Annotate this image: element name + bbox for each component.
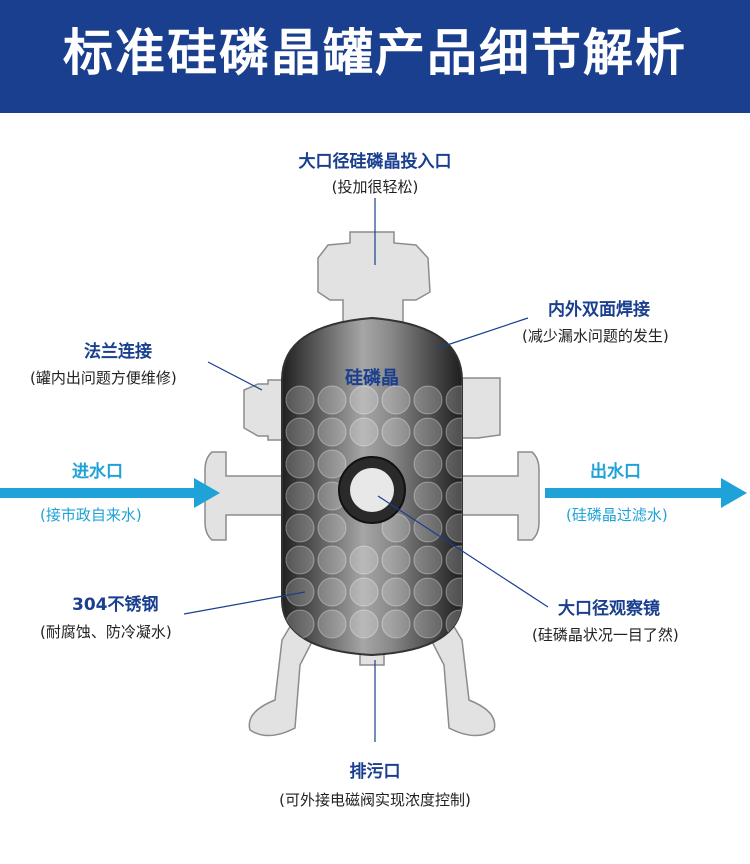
- tank-frame-outline: [204, 231, 540, 737]
- crystal-ball: [445, 481, 462, 511]
- crystal-ball: [413, 545, 443, 575]
- crystal-ball: [413, 449, 443, 479]
- crystal-ball: [317, 609, 347, 639]
- leader-sight-glass: [377, 495, 549, 608]
- crystal-ball: [445, 449, 462, 479]
- crystal-ball: [349, 609, 379, 639]
- inlet-top-title: 大口径硅磷晶投入口: [298, 152, 452, 172]
- crystal-ball: [413, 481, 443, 511]
- crystal-ball: [285, 545, 315, 575]
- water-in-arrow: [0, 478, 220, 508]
- weld-sub: (减少漏水问题的发生): [522, 327, 669, 345]
- tank-center-label: 硅磷晶: [345, 367, 399, 388]
- leg-right: [425, 608, 496, 737]
- crystal-ball: [349, 417, 379, 447]
- crystal-ball: [285, 577, 315, 607]
- leader-steel: [183, 591, 306, 615]
- header-banner: 标准硅磷晶罐产品细节解析: [0, 0, 750, 113]
- crystal-ball: [317, 417, 347, 447]
- crystal-ball: [381, 609, 411, 639]
- tank-diagram: 硅磷晶: [0, 198, 747, 742]
- right-flange: [461, 377, 501, 439]
- crystal-ball: [413, 385, 443, 415]
- leg-left: [248, 608, 319, 737]
- inlet-pipe: [204, 451, 291, 541]
- crystal-ball: [285, 481, 315, 511]
- crystal-ball: [285, 385, 315, 415]
- page-title: 标准硅磷晶罐产品细节解析: [63, 24, 687, 82]
- water-in-sub: (接市政自来水): [40, 506, 142, 524]
- outlet-pipe: [454, 451, 540, 541]
- crystal-ball: [381, 545, 411, 575]
- crystal-ball: [317, 449, 347, 479]
- crystal-ball: [445, 385, 462, 415]
- crystal-ball: [413, 577, 443, 607]
- crystal-ball: [317, 577, 347, 607]
- crystal-ball: [317, 545, 347, 575]
- weld-title: 内外双面焊接: [548, 300, 650, 320]
- drain-title: 排污口: [349, 762, 401, 782]
- water-out-sub: (硅磷晶过滤水): [566, 506, 668, 524]
- crystal-ball: [413, 609, 443, 639]
- crystal-ball: [445, 513, 462, 543]
- crystal-ball: [445, 577, 462, 607]
- crystal-ball: [413, 417, 443, 447]
- inlet-top-sub: (投加很轻松): [331, 178, 419, 196]
- crystal-ball: [445, 417, 462, 447]
- crystal-ball: [381, 385, 411, 415]
- sight-glass-sub: (硅磷晶状况一目了然): [532, 626, 679, 644]
- water-in-title: 进水口: [72, 462, 123, 482]
- crystal-ball: [285, 513, 315, 543]
- crystal-ball: [445, 545, 462, 575]
- leader-lines: [183, 198, 549, 742]
- steel-sub: (耐腐蚀、防冷凝水): [40, 623, 172, 641]
- crystal-ball: [285, 449, 315, 479]
- flange-sub: (罐内出问题方便维修): [30, 369, 177, 387]
- crystal-ball: [285, 417, 315, 447]
- crystal-ball: [317, 385, 347, 415]
- water-out-arrow: [545, 478, 747, 508]
- crystal-ball: [381, 577, 411, 607]
- crystal-ball: [381, 417, 411, 447]
- leader-flange: [207, 361, 263, 391]
- top-inlet-flange: [317, 231, 431, 326]
- steel-title: 304不锈钢: [72, 595, 159, 615]
- crystal-ball: [317, 513, 347, 543]
- crystal-ball: [349, 385, 379, 415]
- sight-glass-title: 大口径观察镜: [558, 599, 660, 619]
- crystal-ball: [349, 577, 379, 607]
- leader-weld: [437, 317, 529, 349]
- water-out-title: 出水口: [590, 462, 641, 482]
- flange-title: 法兰连接: [84, 342, 152, 362]
- drain-sub: (可外接电磁阀实现浓度控制): [279, 791, 471, 809]
- tank-body: 硅磷晶: [281, 316, 463, 657]
- crystal-ball: [349, 545, 379, 575]
